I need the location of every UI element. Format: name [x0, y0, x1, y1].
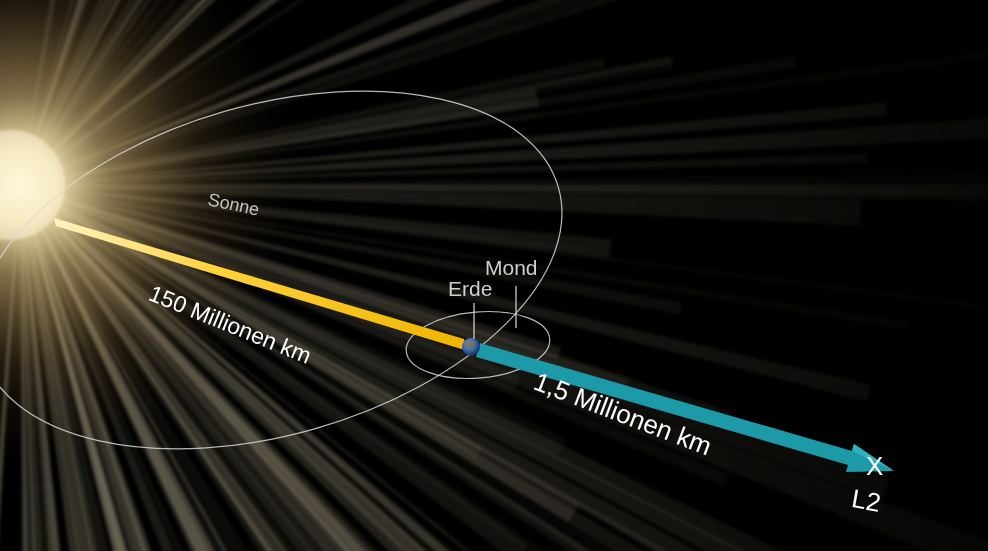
earth-orbit	[0, 29, 604, 512]
earth-continent	[466, 341, 474, 348]
moon-label: Mond	[485, 256, 538, 279]
earth-leader-line	[473, 303, 474, 339]
earth-globe	[462, 338, 480, 356]
earth-label: Erde	[448, 277, 492, 300]
moon-leader-line	[515, 286, 516, 328]
sun-glow	[0, 0, 320, 485]
point-marker: X	[866, 452, 883, 481]
sun-core	[0, 130, 65, 240]
earth-l2-arrow	[476, 343, 894, 472]
lagrange-label: L2	[850, 484, 883, 517]
